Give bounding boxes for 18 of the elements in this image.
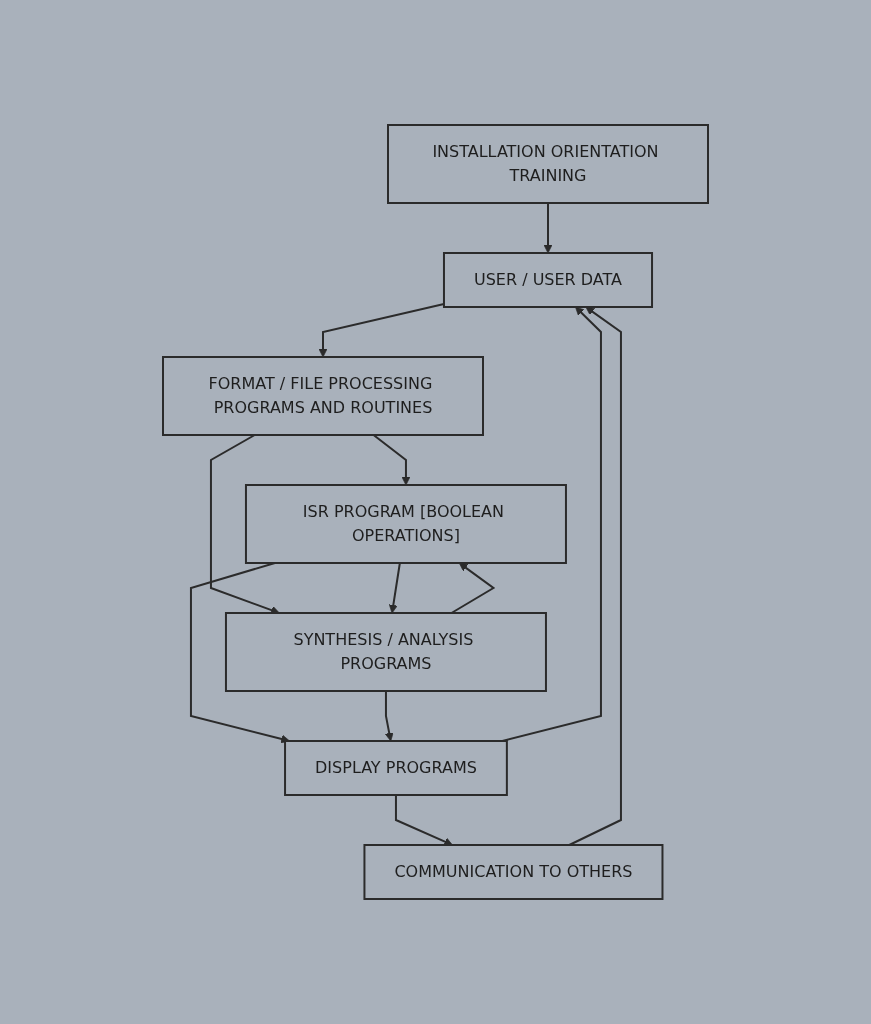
node-box: SYNTHESIS / ANALYSIS PROGRAMS <box>224 612 547 692</box>
node-box: ISR PROGRAM [BOOLEAN OPERATIONS] <box>244 484 567 564</box>
node-box: INSTALLATION ORIENTATION TRAINING <box>387 124 709 204</box>
arrow <box>501 306 602 742</box>
arrow <box>568 306 622 846</box>
arrow <box>372 434 411 486</box>
arrow <box>394 794 453 846</box>
arrow <box>189 562 290 744</box>
arrow <box>543 202 553 254</box>
arrow <box>209 434 280 615</box>
node-box: FORMAT / FILE PROCESSING PROGRAMS AND ROUTINES <box>162 356 484 436</box>
node-box: COMMUNICATION TO OTHERS <box>363 844 664 900</box>
arrow <box>318 303 445 358</box>
arrow <box>384 690 394 742</box>
node-box: DISPLAY PROGRAMS <box>284 740 508 796</box>
arrow <box>450 562 496 614</box>
arrow <box>388 562 401 614</box>
node-box: USER / USER DATA <box>442 252 654 308</box>
